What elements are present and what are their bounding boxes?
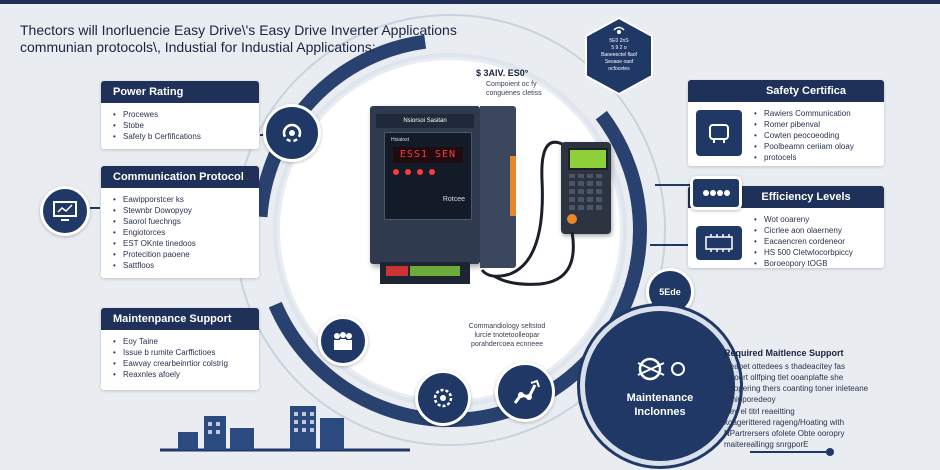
efficiency-levels-list: Wot ooareny Cicrlee aon olaerneny Eacaen… — [688, 214, 884, 269]
power-rating-card: Power Rating Procewes Stobe Safety b Cer… — [101, 81, 259, 149]
list-item: Boroeopory tOGB — [754, 258, 884, 269]
hex-line-1: 5E0 2nS — [609, 38, 629, 44]
inverter-panel-small: Hsiatost — [391, 137, 410, 143]
hex-line-5: ocfocetes — [608, 66, 630, 72]
page-title: Thectors will Inorluencie Easy Drive\'s … — [20, 22, 457, 56]
list-item: Issue b rumite Carffictioes — [113, 347, 259, 358]
communication-protocol-card: Communication Protocol Eawipporstcer ks … — [101, 166, 259, 278]
inverter-top-plate: Nsiorsoi Sasitan — [376, 114, 474, 128]
maintenance-support-list: Eoy Taine Issue b rumite Carffictioes Ea… — [101, 336, 259, 380]
list-item: Cicrlee aon olaerneny — [754, 225, 884, 236]
inverter-unit: Nsiorsoi Sasitan Hsiatost ESS1 SEN Rotce… — [370, 106, 480, 284]
list-item: EST OKnte tinedoos — [113, 238, 259, 249]
list-item: Wot ooareny — [754, 214, 884, 225]
robot-arm-icon — [495, 362, 555, 422]
top-bar — [0, 0, 940, 4]
keypad-buttons — [569, 174, 603, 210]
led — [417, 169, 423, 175]
inverter-display: ESS1 SEN — [393, 147, 463, 163]
required-maintenance-text-2: Rev el titrl reaeitting koagerittered ra… — [724, 407, 845, 449]
keypad-screen — [568, 148, 608, 170]
list-item: Eawvay crearbeinrtior colstrig — [113, 358, 259, 369]
list-item: Cowten peocoeoding — [754, 130, 884, 141]
maintenance-circle: Maintenance Inclonnes — [580, 306, 740, 466]
list-item: Protecition paoene — [113, 249, 259, 260]
inverter-side-orange — [510, 156, 516, 216]
shield-check-icon — [696, 110, 742, 156]
communication-protocol-list: Eawipporstcer ks Stewnbr Dowopyoy Saorol… — [101, 194, 259, 271]
title-line-1: Thectors will Inorluencie Easy Drive\'s … — [20, 22, 457, 38]
inverter-terminals — [380, 262, 470, 284]
list-item: Engiotorces — [113, 227, 259, 238]
list-item: Eacaencren cordeneor — [754, 236, 884, 247]
maintenance-support-card: Maintenpance Support Eoy Taine Issue b r… — [101, 308, 259, 390]
list-item: Safety b Cerfifications — [113, 131, 259, 142]
list-item: Rawiers Communication — [754, 108, 884, 119]
terminal-block-red — [386, 266, 408, 276]
factory-icon — [178, 406, 344, 450]
communication-protocol-heading: Communication Protocol — [101, 166, 259, 188]
inverter-leds — [393, 169, 463, 179]
required-maintenance-heading: Required Maitlence Support — [724, 348, 844, 358]
hex-line-4: Seoaoe oaof — [604, 59, 634, 65]
list-item: Stobe — [113, 120, 259, 131]
chip-icon — [696, 226, 742, 260]
title-line-2: communian protocols\, Industial for Indu… — [20, 39, 376, 55]
list-item: Sattfloos — [113, 260, 259, 271]
keypad-controller — [561, 142, 611, 234]
people-icon — [318, 316, 368, 366]
safety-certification-list: Rawiers Communication Romer pibenval Cow… — [688, 108, 884, 163]
list-item: Saorol fuechngs — [113, 216, 259, 227]
device-top-label: $ 3AlV. ES0° — [476, 68, 529, 78]
keypad-knob — [567, 214, 577, 224]
inverter-brand: Rotcee — [442, 196, 465, 203]
hex-text: 5E0 2nS 5 9 2 o Baoeeectel flaof Seoaoe … — [586, 38, 652, 73]
list-item: Reaxnles afoely — [113, 369, 259, 380]
safety-certification-heading: Safety Certifica — [688, 80, 884, 102]
wrench-loop-icon — [263, 104, 321, 162]
list-item: Eawipporstcer ks — [113, 194, 259, 205]
led — [429, 169, 435, 175]
list-item: HS 500 Cletwlocorbpiccy — [754, 247, 884, 258]
device-bottom-text: Commandiology seltstod lurcie tnotetooll… — [468, 323, 546, 348]
terminal-block-green — [410, 266, 460, 276]
list-item: Eoy Taine — [113, 336, 259, 347]
list-item: Poolbeamn ceriiam oloay — [754, 141, 884, 152]
maintenance-support-heading: Maintenpance Support — [101, 308, 259, 330]
hex-line-2: 5 9 2 o — [611, 45, 627, 51]
list-item: Stewnbr Dowopyoy — [113, 205, 259, 216]
hex-line-3: Baoeeectel flaof — [601, 52, 637, 58]
sde-badge-label: 5Ede — [659, 287, 681, 297]
device-top-sub: Compoient oc fy conguenes cletiss — [486, 81, 542, 97]
hexagon-badge — [585, 16, 653, 96]
led — [405, 169, 411, 175]
required-maintenance-text: Required Maitlence Support Reaoet ottede… — [724, 348, 934, 405]
maintenance-circle-label: Maintenance Inclonnes — [626, 392, 694, 418]
list-item: protocels — [754, 152, 884, 163]
list-item: Romer pibenval — [754, 119, 884, 130]
power-rating-heading: Power Rating — [101, 81, 259, 103]
gear-tool-icon — [415, 370, 471, 426]
inverter-side — [480, 106, 516, 268]
keypad-cables — [480, 140, 575, 286]
server-icon — [690, 176, 742, 210]
led — [393, 169, 399, 175]
monitor-chart-icon — [40, 186, 90, 236]
hand-gear-icon — [637, 357, 685, 381]
power-rating-list: Procewes Stobe Safety b Cerfifications — [101, 109, 259, 142]
safety-certification-card: Safety Certifica Rawiers Communication R… — [688, 80, 884, 166]
list-item: Procewes — [113, 109, 259, 120]
inverter-panel: Hsiatost ESS1 SEN Rotcee — [384, 132, 472, 220]
